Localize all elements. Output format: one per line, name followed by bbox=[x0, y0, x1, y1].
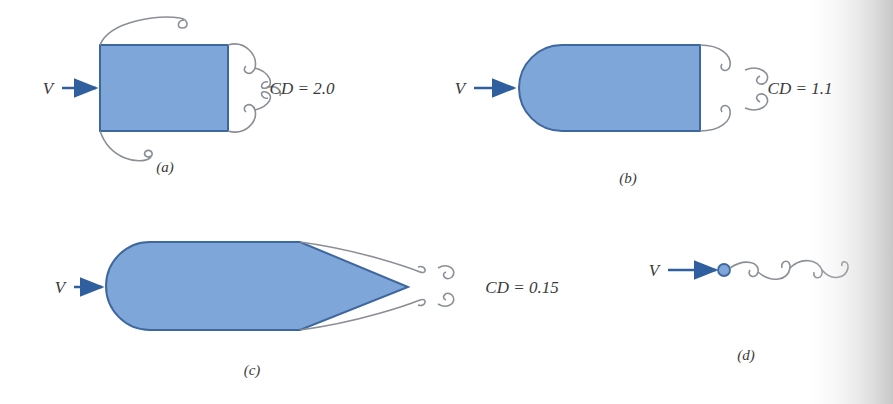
velocity-label: V bbox=[455, 80, 465, 97]
velocity-label: V bbox=[43, 80, 53, 97]
drag-coefficient: CD = 2.0 bbox=[270, 80, 335, 97]
panel-label: (a) bbox=[156, 160, 174, 175]
drag-coefficient: CD = 1.1 bbox=[768, 80, 833, 97]
panel-label: (d) bbox=[737, 348, 755, 363]
drag-coefficient: CD = 0.15 bbox=[485, 279, 558, 296]
panel-label: (b) bbox=[619, 171, 637, 186]
velocity-label: V bbox=[55, 279, 65, 296]
panel-label: (c) bbox=[244, 363, 261, 378]
velocity-label: V bbox=[649, 262, 659, 279]
